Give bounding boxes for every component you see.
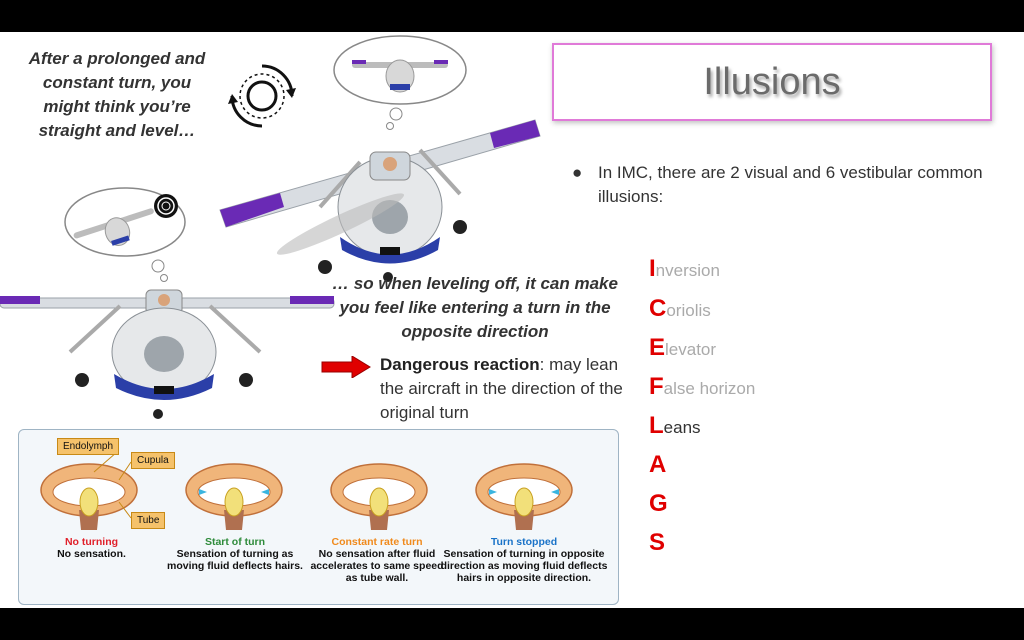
stage-desc: No sensation. <box>57 548 126 560</box>
acronym-letter: C <box>649 295 667 322</box>
stage-constant-rate-turn: Constant rate turn No sensation after fl… <box>309 536 445 584</box>
callout-cupula: Cupula <box>131 452 175 469</box>
acronym-row-c: Coriolis <box>649 295 711 325</box>
title-box: Illusions <box>552 43 992 121</box>
acronym-row-l: Leans <box>649 412 701 442</box>
stage-title: Turn stopped <box>490 536 558 548</box>
stage-desc: Sensation of turning in opposite directi… <box>440 548 608 584</box>
acronym-word: nversion <box>655 261 720 280</box>
dangerous-reaction-label: Dangerous reaction <box>380 355 540 374</box>
arrow-right-icon <box>321 356 371 378</box>
stage-desc: Sensation of turning as moving fluid def… <box>167 548 303 572</box>
acronym-word: alse horizon <box>663 379 756 398</box>
thought-bubble-banked <box>64 187 186 282</box>
acronym-row-i: Inversion <box>649 255 720 285</box>
acronym-row-a: A <box>649 451 666 479</box>
acronym-word: eans <box>663 418 701 437</box>
acronym-letter: G <box>649 490 668 517</box>
acronym-letter: S <box>649 529 666 556</box>
caption-prolonged-turn: After a prolonged and constant turn, you… <box>28 49 206 140</box>
acronym-row-g: G <box>649 490 668 518</box>
acronym-word: oriolis <box>666 301 711 320</box>
acronym-row-e: Elevator <box>649 334 716 364</box>
stage-no-turning: No turning No sensation. <box>29 536 154 560</box>
rotation-icon <box>228 64 296 128</box>
stage-turn-stopped: Turn stopped Sensation of turning in opp… <box>439 536 609 584</box>
bullet-icon: ● <box>572 163 583 182</box>
acronym-letter: E <box>649 334 666 361</box>
bullet-text: In IMC, there are 2 visual and 6 vestibu… <box>598 163 983 206</box>
semicircular-canal-drawings <box>40 451 573 531</box>
stage-desc: No sensation after fluid accelerates to … <box>310 548 444 584</box>
dangerous-reaction-text: Dangerous reaction: may lean the aircraf… <box>380 353 630 425</box>
vestibular-diagram-panel: Endolymph Cupula Tube No turning No sens… <box>18 429 619 605</box>
thought-bubble-level <box>333 35 467 130</box>
acronym-word: levator <box>665 340 717 359</box>
callout-tube: Tube <box>131 512 166 529</box>
caption-leveling-off: … so when leveling off, it can make you … <box>332 274 618 341</box>
acronym-letter: I <box>649 255 656 282</box>
dangerous-reaction-desc: : may lean the aircraft in the direction… <box>380 355 623 422</box>
stage-title: No turning <box>64 536 119 548</box>
acronym-row-s: S <box>649 529 665 557</box>
callout-endolymph: Endolymph <box>57 438 120 455</box>
slide: After a prolonged and constant turn, you… <box>0 32 1024 608</box>
stage-title: Start of turn <box>204 536 266 548</box>
stage-start-of-turn: Start of turn Sensation of turning as mo… <box>167 536 303 572</box>
acronym-row-f: False horizon <box>649 373 755 403</box>
stage-title: Constant rate turn <box>331 536 423 548</box>
airplane-level <box>0 289 335 419</box>
slide-title: Illusions <box>703 61 841 103</box>
acronym-letter: L <box>649 412 664 439</box>
acronym-letter: F <box>649 373 664 400</box>
airplane-banked <box>219 119 541 282</box>
acronym-letter: A <box>649 451 667 478</box>
